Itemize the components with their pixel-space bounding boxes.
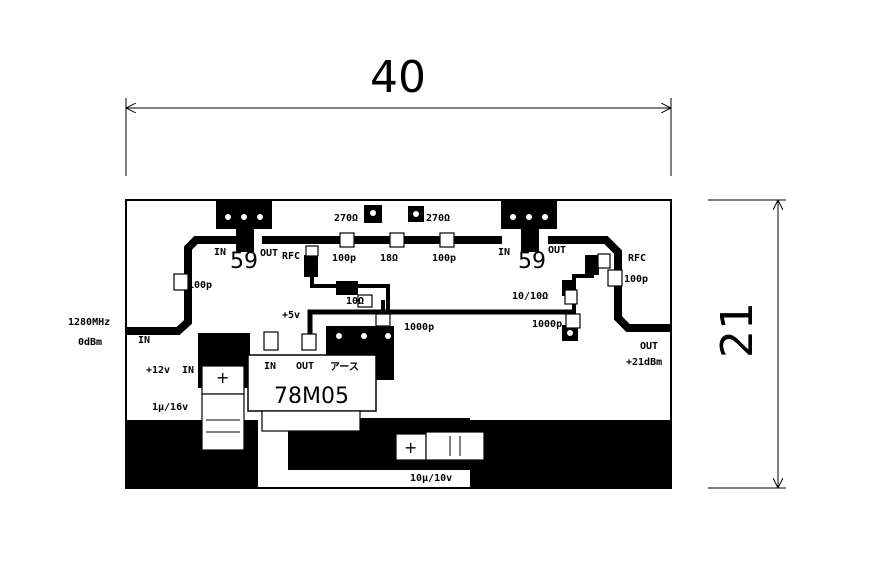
res-18 xyxy=(389,232,405,248)
out-label: OUT xyxy=(640,341,658,352)
r-10-label: 10Ω xyxy=(346,296,364,307)
c-100p-c-label: 100p xyxy=(188,280,212,291)
width-label: 40 xyxy=(370,52,426,103)
cap-out-label: 10μ/10v xyxy=(410,473,452,484)
c-1000p-b-label: 1000p xyxy=(532,319,562,330)
r-10-10-label: 10/10Ω xyxy=(512,291,548,302)
tr1-out-label: OUT xyxy=(260,248,278,259)
res-10 xyxy=(357,294,373,308)
r-270-b-label: 270Ω xyxy=(426,213,450,224)
cap-100p-output xyxy=(607,269,623,287)
out-level-label: +21dBm xyxy=(626,357,662,368)
height-label: 21 xyxy=(712,302,763,358)
cap-100p-b xyxy=(439,232,455,248)
five-v-label: +5v xyxy=(282,310,300,321)
height-dimension: 21 xyxy=(708,199,786,489)
c-1000p-a-label: 1000p xyxy=(404,322,434,333)
reg-in-label: IN xyxy=(264,361,276,372)
reg-pin-in xyxy=(263,331,279,351)
c-100p-d-label: 100p xyxy=(624,274,648,285)
chip-components xyxy=(173,232,623,351)
c-100p-a-label: 100p xyxy=(332,253,356,264)
tr2-in-label: IN xyxy=(498,247,510,258)
freq-label: 1280MHz xyxy=(68,317,110,328)
width-dimension: 40 xyxy=(125,52,672,176)
vias xyxy=(225,205,578,341)
regulator-body xyxy=(247,354,377,412)
rfc-2-top xyxy=(597,253,611,269)
cap-100p-input xyxy=(173,273,189,291)
rfc-1-label: RFC xyxy=(282,251,300,262)
r-270-a-label: 270Ω xyxy=(334,213,358,224)
c-100p-b-label: 100p xyxy=(432,253,456,264)
regulator-name: 78M05 xyxy=(274,384,349,409)
cap-1000p-b xyxy=(565,313,581,329)
supply-in-label: IN xyxy=(182,365,194,376)
reg-out-label: OUT xyxy=(296,361,314,372)
plus-out-label: + xyxy=(404,438,417,457)
cap-1u-16v xyxy=(201,365,245,451)
in-label: IN xyxy=(138,335,150,346)
in-level-label: 0dBm xyxy=(78,337,102,348)
tr1-type-label: 59 xyxy=(230,249,258,274)
cap-in-label: 1μ/16v xyxy=(152,402,188,413)
cap-100p-a xyxy=(339,232,355,248)
rfc-1-top xyxy=(305,245,319,257)
regulator-tab xyxy=(261,410,361,432)
rfc-2-label: RFC xyxy=(628,253,646,264)
plus-in-label: + xyxy=(216,368,229,387)
res-10-10 xyxy=(564,289,578,305)
tr2-out-label: OUT xyxy=(548,245,566,256)
tr1-in-label: IN xyxy=(214,247,226,258)
supply-label: +12v xyxy=(146,365,170,376)
tr2-type-label: 59 xyxy=(518,249,546,274)
reg-pin-out xyxy=(301,333,317,351)
labels: IN 59 OUT IN 59 OUT 270Ω 270Ω 18Ω 100p 1… xyxy=(68,213,662,484)
reg-gnd-label: アース xyxy=(330,361,359,373)
cap-10u-10v xyxy=(395,431,485,461)
cap-1000p-a xyxy=(375,313,391,327)
r-18-label: 18Ω xyxy=(380,253,398,264)
